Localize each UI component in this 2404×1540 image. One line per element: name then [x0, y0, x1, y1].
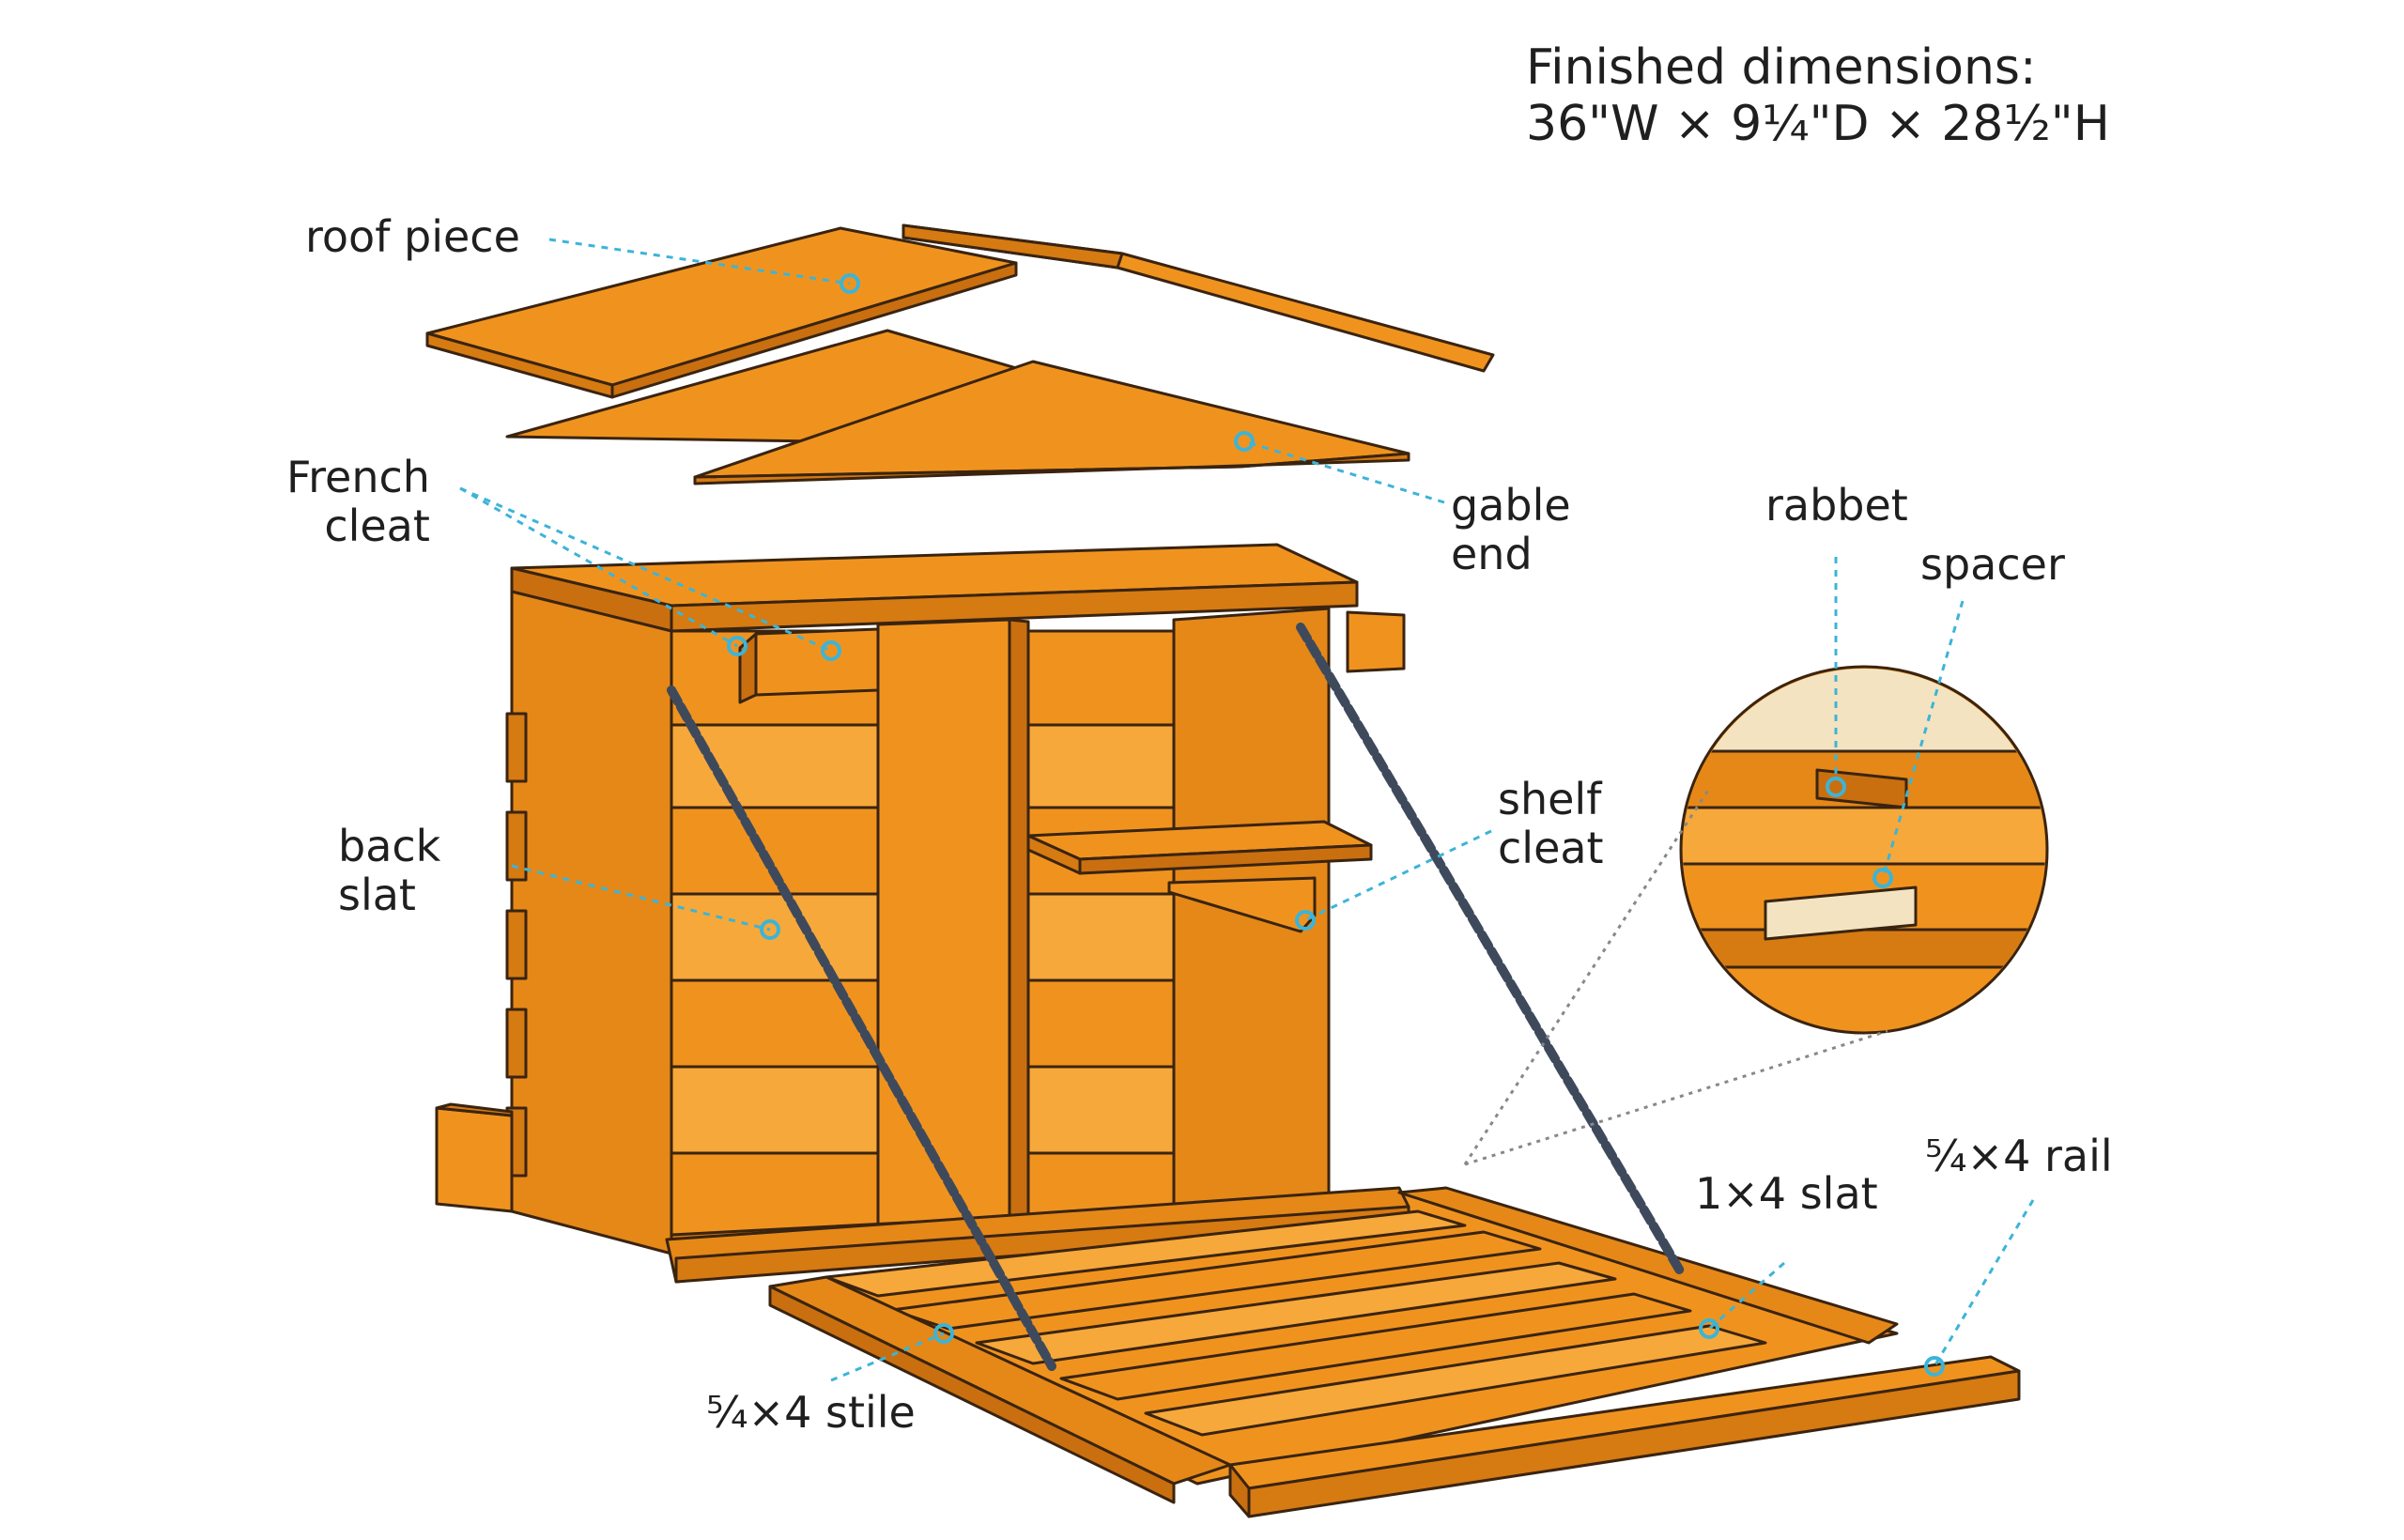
label-gable-end: gable end — [1451, 480, 1571, 579]
label-1x4-slat: 1×4 slat — [1695, 1168, 1878, 1219]
label-stile: ⁵⁄₄×4 stile — [706, 1387, 916, 1438]
door-top-stile — [665, 1186, 1410, 1284]
label-shelf-cleat: shelf cleat — [1498, 774, 1604, 873]
chain-right — [1296, 623, 1686, 1277]
door-left-stile — [768, 1275, 1232, 1504]
french-cleat-right — [1346, 610, 1406, 673]
roof-piece-right — [902, 223, 1495, 373]
leader-lines — [459, 238, 2035, 1382]
shelf-cleat — [1167, 876, 1317, 933]
rail-bottom — [1228, 1355, 2021, 1518]
cabinet-left-side — [510, 590, 673, 1255]
title-line-1: Finished dimensions: — [1526, 39, 2037, 96]
door-slats — [824, 1209, 1767, 1437]
label-spacer: spacer — [1920, 539, 2065, 590]
title-line-2: 36"W × 9¼"D × 28½"H — [1526, 96, 2110, 152]
leader-markers — [727, 273, 1945, 1377]
cabinet-divider — [876, 618, 1030, 1246]
finished-dimensions-title: Finished dimensions: 36"W × 9¼"D × 28½"H — [1526, 39, 2110, 152]
cabinet-top — [510, 543, 1359, 633]
label-french-cleat: French cleat — [286, 452, 430, 551]
door-right-stile — [1397, 1186, 1899, 1345]
chain-left — [667, 685, 1056, 1371]
inset-detail — [1679, 665, 2049, 1035]
label-back-slat: back slat — [338, 821, 441, 920]
bottom-cleat-left — [435, 1102, 514, 1213]
inset-pointer-lines — [1463, 788, 1888, 1166]
shelf — [1026, 820, 1373, 875]
label-rail: ⁵⁄₄×4 rail — [1925, 1131, 2113, 1181]
label-rabbet: rabbet — [1765, 480, 1908, 531]
french-cleat-left — [738, 627, 880, 704]
roof-piece-left — [425, 226, 1018, 399]
label-roof-piece: roof piece — [305, 211, 520, 262]
gable-end-front — [693, 360, 1410, 485]
